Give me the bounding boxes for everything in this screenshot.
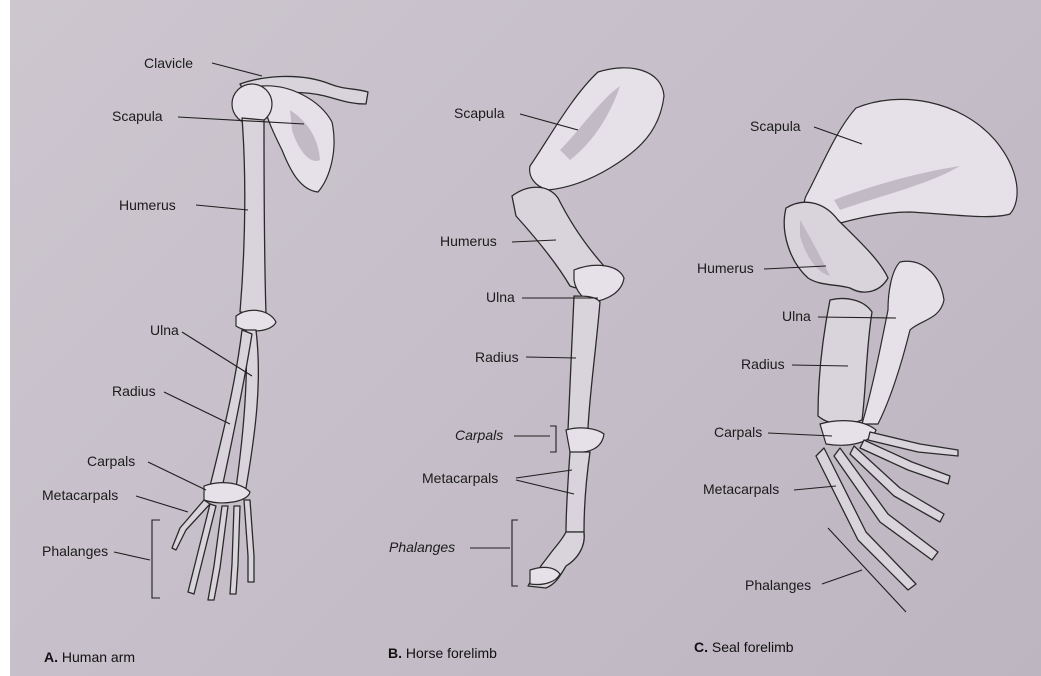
caption-human-letter: A. <box>44 649 58 665</box>
label-seal-radius: Radius <box>741 356 785 372</box>
caption-seal-letter: C. <box>694 639 708 655</box>
caption-seal-text: Seal forelimb <box>712 639 794 655</box>
horse-radius-bone <box>568 296 600 430</box>
label-horse-carpals: Carpals <box>455 427 503 443</box>
caption-human-text: Human arm <box>62 649 135 665</box>
caption-seal: C. Seal forelimb <box>694 639 794 655</box>
label-human-humerus: Humerus <box>119 197 176 213</box>
label-human-carpals: Carpals <box>87 453 135 469</box>
label-seal-metacarpals: Metacarpals <box>703 481 779 497</box>
human-hand-bones <box>172 500 254 600</box>
human-humeral-head <box>232 84 272 124</box>
human-humerus-bone <box>240 118 266 314</box>
figure-photo: Clavicle Scapula Humerus Ulna Radius Car… <box>10 0 1041 676</box>
label-horse-metacarpals: Metacarpals <box>422 470 498 486</box>
human-arm-drawing <box>152 76 368 600</box>
caption-human: A. Human arm <box>44 649 135 665</box>
seal-forelimb-drawing <box>784 99 1017 612</box>
limb-diagram: Clavicle Scapula Humerus Ulna Radius Car… <box>10 0 1041 676</box>
label-human-ulna: Ulna <box>150 322 179 338</box>
seal-digit-bones <box>816 432 958 590</box>
label-seal-phalanges: Phalanges <box>745 577 811 593</box>
horse-forelimb-drawing <box>512 68 664 588</box>
seal-scapula-bone <box>804 99 1017 226</box>
horse-carpals-bones <box>566 428 604 452</box>
label-human-phalanges: Phalanges <box>42 543 108 559</box>
label-horse-scapula: Scapula <box>454 105 505 121</box>
caption-horse-text: Horse forelimb <box>406 645 497 661</box>
label-seal-carpals: Carpals <box>714 424 762 440</box>
label-seal-humerus: Humerus <box>697 260 754 276</box>
label-human-radius: Radius <box>112 383 156 399</box>
caption-horse-letter: B. <box>388 645 402 661</box>
label-horse-ulna: Ulna <box>486 289 515 305</box>
label-human-clavicle: Clavicle <box>144 55 193 71</box>
label-human-metacarpals: Metacarpals <box>42 487 118 503</box>
label-horse-humerus: Humerus <box>440 233 497 249</box>
label-seal-ulna: Ulna <box>782 308 811 324</box>
horse-metacarpals-bones <box>566 452 590 532</box>
label-human-scapula: Scapula <box>112 108 163 124</box>
label-seal-scapula: Scapula <box>750 118 801 134</box>
label-horse-radius: Radius <box>475 349 519 365</box>
caption-horse: B. Horse forelimb <box>388 645 497 661</box>
label-horse-phalanges: Phalanges <box>389 539 455 555</box>
